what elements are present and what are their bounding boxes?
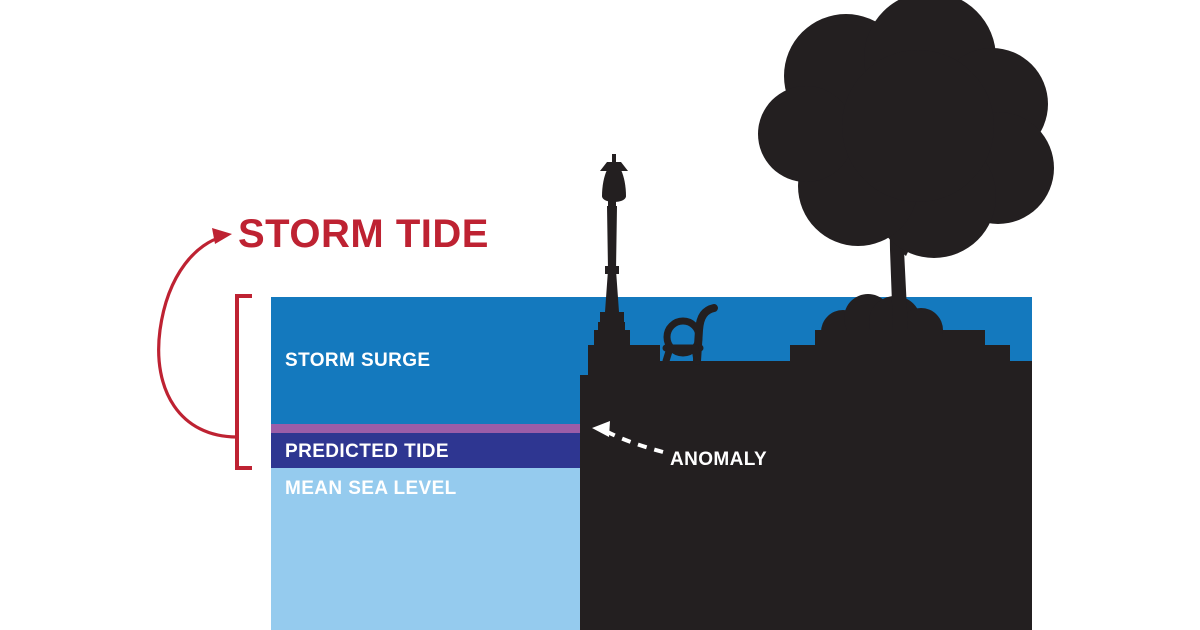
bracket-curved-arrow bbox=[157, 235, 238, 439]
shrubs bbox=[820, 294, 943, 364]
tree bbox=[758, 0, 1054, 330]
lamp-collar bbox=[605, 266, 619, 274]
bench-rear-leg bbox=[691, 344, 701, 365]
lamp-lantern bbox=[602, 170, 626, 202]
bracket-arrowhead bbox=[212, 228, 232, 244]
street-lamp bbox=[594, 154, 630, 352]
land-mass bbox=[580, 322, 1032, 630]
page-title: STORM TIDE bbox=[238, 212, 489, 256]
lamp-pedestal-upper bbox=[600, 312, 624, 332]
storm-tide-bracket bbox=[157, 228, 252, 470]
layer-label-predicted-tide: PREDICTED TIDE bbox=[285, 441, 449, 462]
bracket-shape bbox=[235, 294, 252, 470]
anomaly-arrowhead bbox=[592, 421, 610, 437]
shoreline-silhouette bbox=[580, 0, 1054, 630]
lamp-cap bbox=[600, 162, 628, 171]
sea-wall bbox=[580, 375, 588, 630]
layer-label-storm-surge: STORM SURGE bbox=[285, 350, 431, 371]
canopy-lobe-7 bbox=[758, 86, 854, 182]
bench-front-leg bbox=[662, 344, 674, 365]
bench-side-frame bbox=[663, 317, 703, 357]
lamp-finial bbox=[612, 154, 616, 162]
shrub-base bbox=[820, 330, 942, 364]
callout-label-anomaly: ANOMALY bbox=[670, 449, 768, 470]
lamp-neck bbox=[608, 196, 616, 210]
lamp-pedestal-lower bbox=[594, 330, 630, 352]
anomaly-callout-arrow bbox=[592, 421, 664, 454]
layer-label-mean-sea-level: MEAN SEA LEVEL bbox=[285, 478, 457, 499]
canopy-lobe-8 bbox=[842, 50, 994, 202]
park-bench bbox=[662, 304, 718, 365]
lamp-post bbox=[605, 206, 619, 312]
